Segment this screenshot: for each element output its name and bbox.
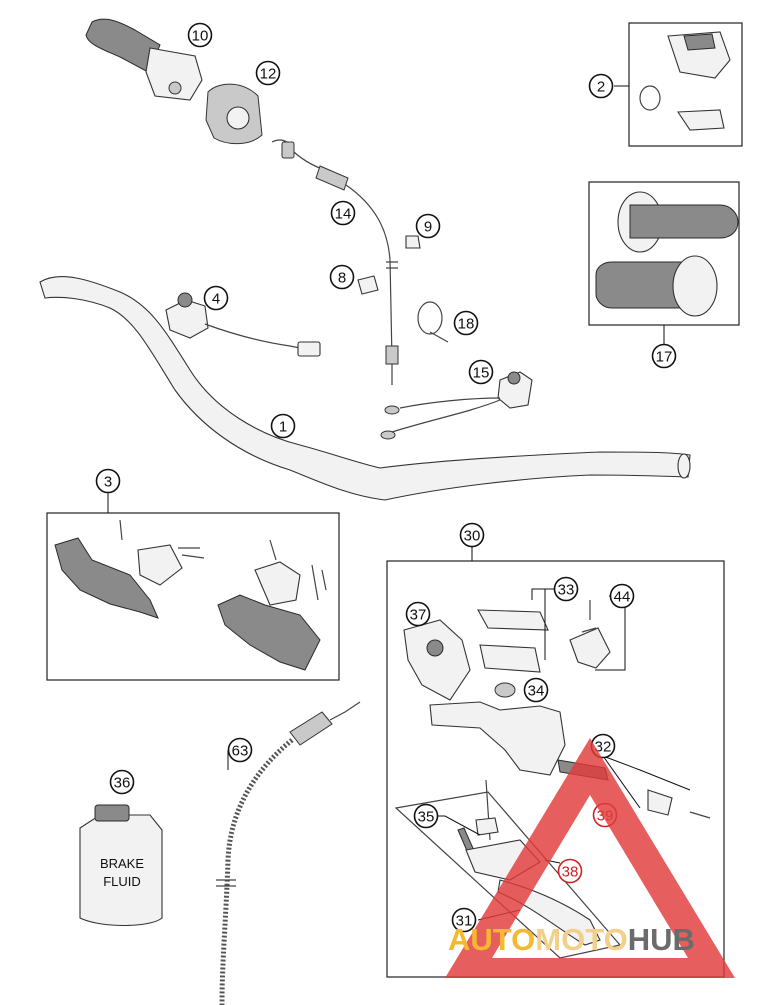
- callout-number: 30: [464, 528, 481, 545]
- callout-number: 3: [104, 474, 112, 491]
- watermark-triangle-logo: [445, 738, 735, 978]
- callout-number: 38: [562, 864, 579, 881]
- callout-number: 34: [528, 683, 545, 700]
- callout-circle: [227, 737, 253, 763]
- watermark-moto: MOTO: [535, 922, 627, 957]
- callout-number: 36: [114, 775, 131, 792]
- watermark-hub: HUB: [628, 922, 695, 957]
- callout-circle: [459, 522, 485, 548]
- callout-circle: [255, 60, 281, 86]
- callout-number: 8: [338, 270, 346, 287]
- callout-number: 2: [597, 79, 605, 96]
- callout-number: 37: [410, 607, 427, 624]
- callout-circle: [330, 200, 356, 226]
- callout-circle: [329, 264, 355, 290]
- callout-circle: [468, 359, 494, 385]
- callout-circle: [405, 601, 431, 627]
- callout-number: 4: [212, 291, 220, 308]
- callout-circle: [451, 907, 477, 933]
- callout-number: 44: [614, 589, 631, 606]
- watermark-auto: AUTO: [448, 922, 535, 957]
- callout-number: 33: [558, 582, 575, 599]
- callout-number: 31: [456, 913, 473, 930]
- callout-circle: [523, 677, 549, 703]
- bottle-label-line1: BRAKE: [100, 856, 144, 871]
- callout-circle: [187, 22, 213, 48]
- callout-labels: 1234891012141517183031323334353637383944…: [95, 22, 677, 933]
- callout-63: 63: [227, 737, 253, 763]
- throttle-cover: [205, 83, 263, 145]
- callout-number: 18: [458, 316, 475, 333]
- cable-cap: [405, 235, 421, 249]
- callout-number: 9: [424, 219, 432, 236]
- callout-circle: [109, 769, 135, 795]
- callout-number: 12: [260, 66, 277, 83]
- cable-tie: [417, 301, 449, 343]
- callout-17: 17: [651, 343, 677, 369]
- callout-number: 32: [595, 739, 612, 756]
- kill-switch: [165, 292, 321, 357]
- callout-circle: [203, 285, 229, 311]
- callout-44: 44: [609, 583, 635, 609]
- callout-18: 18: [453, 310, 479, 336]
- callout-38: 38: [557, 858, 583, 884]
- handlebar: [39, 276, 691, 501]
- start-button-switch: [380, 371, 533, 440]
- cable-clip: [357, 275, 379, 295]
- callout-37: 37: [405, 601, 431, 627]
- callout-12: 12: [255, 60, 281, 86]
- callout-15: 15: [468, 359, 494, 385]
- watermark-text: AUTOMOTOHUB: [448, 922, 695, 957]
- callout-circle: [413, 803, 439, 829]
- callout-number: 35: [418, 809, 435, 826]
- callout-number: 10: [192, 28, 209, 45]
- callout-circle: [651, 343, 677, 369]
- callout-1: 1: [270, 413, 296, 439]
- switch-kit: [639, 31, 731, 131]
- callout-35: 35: [413, 803, 439, 829]
- callout-9: 9: [415, 213, 441, 239]
- callout-34: 34: [523, 677, 549, 703]
- callout-31: 31: [451, 907, 477, 933]
- callout-number: 63: [232, 743, 249, 760]
- clutch-hose: [216, 701, 361, 1005]
- callout-circle: [557, 858, 583, 884]
- switch-kit-box: [628, 22, 743, 147]
- callout-10: 10: [187, 22, 213, 48]
- callout-circle: [270, 413, 296, 439]
- callout-8: 8: [329, 264, 355, 290]
- watermark: AUTOMOTOHUB: [445, 738, 735, 978]
- callout-number: 15: [473, 365, 490, 382]
- callout-33: 33: [553, 576, 579, 602]
- brake-fluid-bottle: BRAKE FLUID: [79, 804, 163, 927]
- callout-4: 4: [203, 285, 229, 311]
- callout-circle: [588, 73, 614, 99]
- handguard-kit: [54, 519, 327, 671]
- callout-30: 30: [459, 522, 485, 548]
- grip-set: [595, 191, 739, 317]
- callout-36: 36: [109, 769, 135, 795]
- bottle-label-line2: FLUID: [103, 874, 141, 889]
- callout-number: 14: [335, 206, 352, 223]
- callout-2: 2: [588, 73, 614, 99]
- throttle-cable: [271, 139, 399, 385]
- handguard-kit-box: [46, 512, 340, 681]
- callout-3: 3: [95, 468, 121, 494]
- callout-circle: [609, 583, 635, 609]
- throttle-grip-assembly: [85, 18, 203, 101]
- callout-circle: [415, 213, 441, 239]
- callout-circle: [95, 468, 121, 494]
- callout-circle: [453, 310, 479, 336]
- callout-number: 1: [279, 419, 287, 436]
- callout-number: 17: [656, 349, 673, 366]
- callout-circle: [553, 576, 579, 602]
- callout-14: 14: [330, 200, 356, 226]
